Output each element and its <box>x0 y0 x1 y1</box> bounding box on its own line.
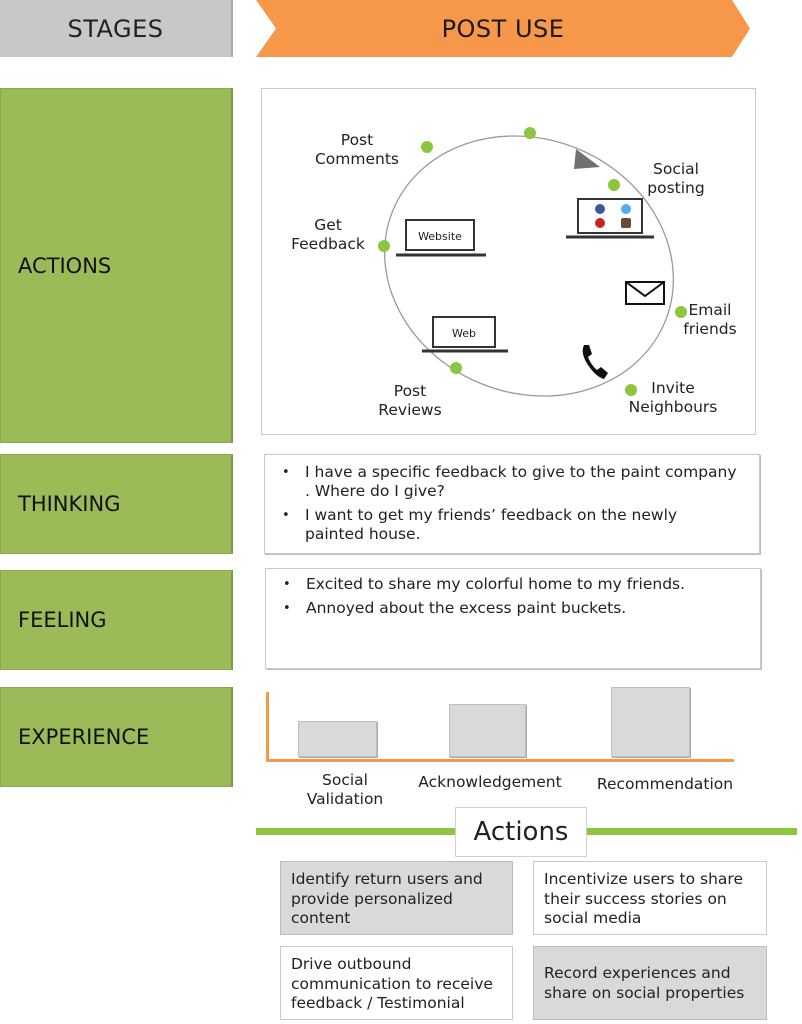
cycle-direction-arrow <box>574 149 600 169</box>
stages-header: STAGES <box>0 0 233 57</box>
experience-label-recommendation: Recommendation <box>596 775 734 793</box>
experience-bar-recommendation <box>611 687 690 757</box>
node-post-reviews <box>450 362 462 374</box>
facebook-icon <box>595 204 605 214</box>
experience-bar-social-validation <box>298 721 377 757</box>
social-laptop-icon <box>566 198 654 239</box>
row-label-thinking: THINKING <box>0 454 233 554</box>
feeling-item: Annoyed about the excess paint buckets. <box>283 599 760 618</box>
phone-icon <box>582 345 608 379</box>
phase-header-arrow: POST USE <box>256 0 750 57</box>
thinking-item: I want to get my friends’ feedback on th… <box>282 506 737 544</box>
pinterest-icon <box>595 218 605 228</box>
thinking-panel: I have a specific feedback to give to th… <box>264 454 760 554</box>
twitter-icon <box>621 204 631 214</box>
email-envelope-icon <box>625 281 665 305</box>
row-label-feeling: FEELING <box>0 570 233 670</box>
cycle-ring <box>383 135 675 397</box>
website-screen-label: Website <box>418 230 462 243</box>
thinking-item: I have a specific feedback to give to th… <box>282 463 737 501</box>
feeling-panel: Excited to share my colorful home to my … <box>265 568 761 669</box>
node-get-feedback <box>378 240 390 252</box>
instagram-icon <box>621 218 631 228</box>
feeling-item: Excited to share my colorful home to my … <box>283 575 760 594</box>
actions-section-title: Actions <box>455 807 587 857</box>
action-card-record-experiences: Record experiences and share on social p… <box>533 946 767 1020</box>
phase-title: POST USE <box>441 14 565 43</box>
experience-label-acknowledgement: Acknowledgement <box>418 773 562 791</box>
action-card-drive-outbound: Drive outbound communication to receive … <box>280 946 513 1020</box>
row-label-actions: ACTIONS <box>0 88 233 443</box>
node-post-comments <box>421 141 433 153</box>
website-laptop-icon: Website <box>396 219 486 257</box>
node-top <box>524 127 536 139</box>
arrow-shape <box>256 0 750 57</box>
experience-y-axis <box>266 692 269 762</box>
node-invite-neighbours <box>625 384 637 396</box>
cycle-nodes <box>378 127 687 396</box>
web-screen-label: Web <box>452 327 476 340</box>
action-card-identify-return-users: Identify return users and provide person… <box>280 861 513 935</box>
node-social-posting <box>608 179 620 191</box>
node-email-friends <box>675 306 687 318</box>
row-label-experience: EXPERIENCE <box>0 687 233 787</box>
experience-bar-acknowledgement <box>449 704 526 757</box>
experience-x-axis <box>266 759 734 762</box>
web-laptop-icon: Web <box>422 316 508 353</box>
cycle-diagram: Website Web <box>378 127 687 397</box>
action-card-incentivize-users: Incentivize users to share their success… <box>533 861 767 935</box>
